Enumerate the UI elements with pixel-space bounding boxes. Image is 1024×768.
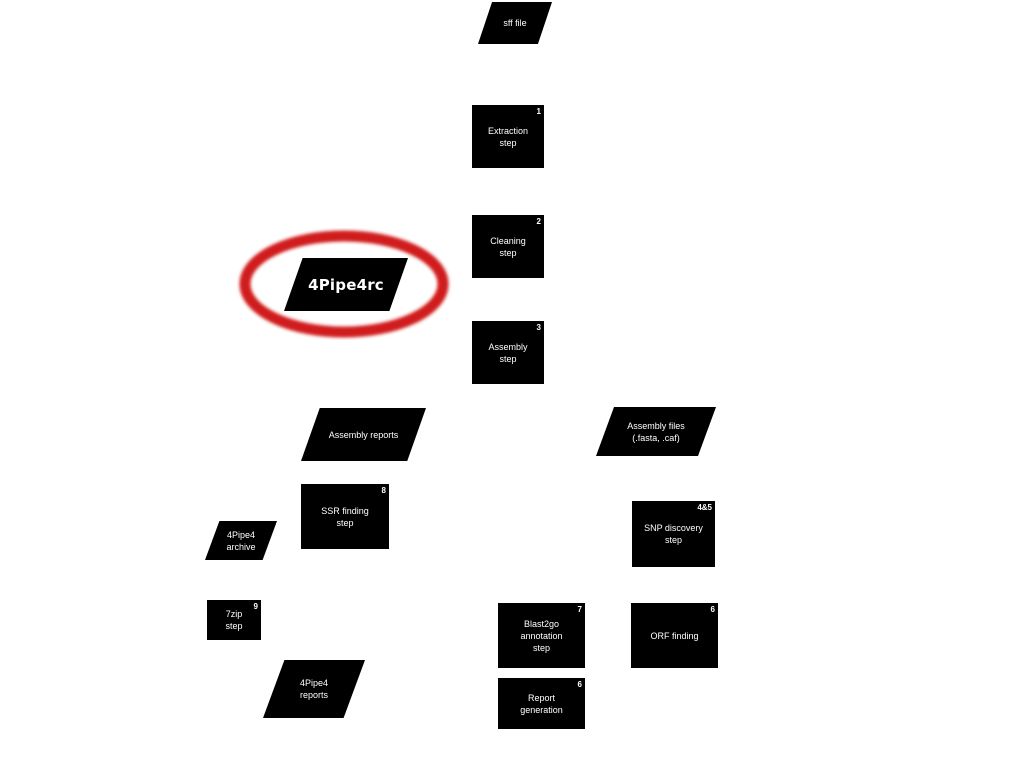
node-orf-finding: 6 ORF finding — [631, 603, 718, 668]
step-number-badge: 8 — [381, 486, 386, 495]
step-number-badge: 7 — [577, 605, 582, 614]
step-number-badge: 1 — [536, 107, 541, 116]
tool-name-label: 4Pipe4rc — [308, 275, 384, 294]
step-number-badge: 2 — [536, 217, 541, 226]
step-number-badge: 4&5 — [697, 503, 712, 512]
node-report-generation-label: Report generation — [520, 692, 563, 715]
node-7zip-step: 9 7zip step — [207, 600, 261, 640]
step-number-badge: 6 — [577, 680, 582, 689]
node-blast2go-step: 7 Blast2go annotation step — [498, 603, 585, 668]
node-assembly-label: Assembly step — [488, 341, 528, 364]
step-number-badge: 9 — [253, 602, 258, 611]
node-snp-discovery-step: 4&5 SNP discovery step — [632, 501, 715, 567]
node-blast2go-label: Blast2go annotation step — [520, 618, 563, 653]
node-orf-label: ORF finding — [650, 630, 699, 641]
node-tool-name: 4Pipe4rc — [284, 258, 408, 311]
node-7zip-label: 7zip step — [225, 609, 243, 631]
node-assembly-files: Assembly files (.fasta, .caf) — [596, 407, 716, 456]
node-extraction-step: 1 Extraction step — [472, 105, 544, 168]
node-assembly-step: 3 Assembly step — [472, 321, 544, 384]
node-cleaning-label: Cleaning step — [490, 235, 526, 258]
step-number-badge: 6 — [710, 605, 715, 614]
node-sff-file-label: sff file — [503, 18, 527, 28]
node-report-generation: 6 Report generation — [498, 678, 585, 729]
node-snp-label: SNP discovery step — [644, 523, 703, 545]
node-reports: 4Pipe4 reports — [263, 660, 365, 718]
node-archive-label: 4Pipe4 archive — [226, 529, 256, 552]
step-number-badge: 3 — [536, 323, 541, 332]
node-cleaning-step: 2 Cleaning step — [472, 215, 544, 278]
node-reports-label: 4Pipe4 reports — [299, 678, 329, 700]
node-archive: 4Pipe4 archive — [205, 521, 277, 560]
node-ssr-finding-step: 8 SSR finding step — [301, 484, 389, 549]
node-assembly-reports-label: Assembly reports — [328, 429, 399, 440]
node-sff-file: sff file — [478, 2, 552, 44]
node-assembly-files-label: Assembly files (.fasta, .caf) — [627, 420, 685, 443]
node-ssr-label: SSR finding step — [321, 505, 369, 528]
node-extraction-label: Extraction step — [487, 125, 529, 148]
node-assembly-reports: Assembly reports — [301, 408, 426, 461]
